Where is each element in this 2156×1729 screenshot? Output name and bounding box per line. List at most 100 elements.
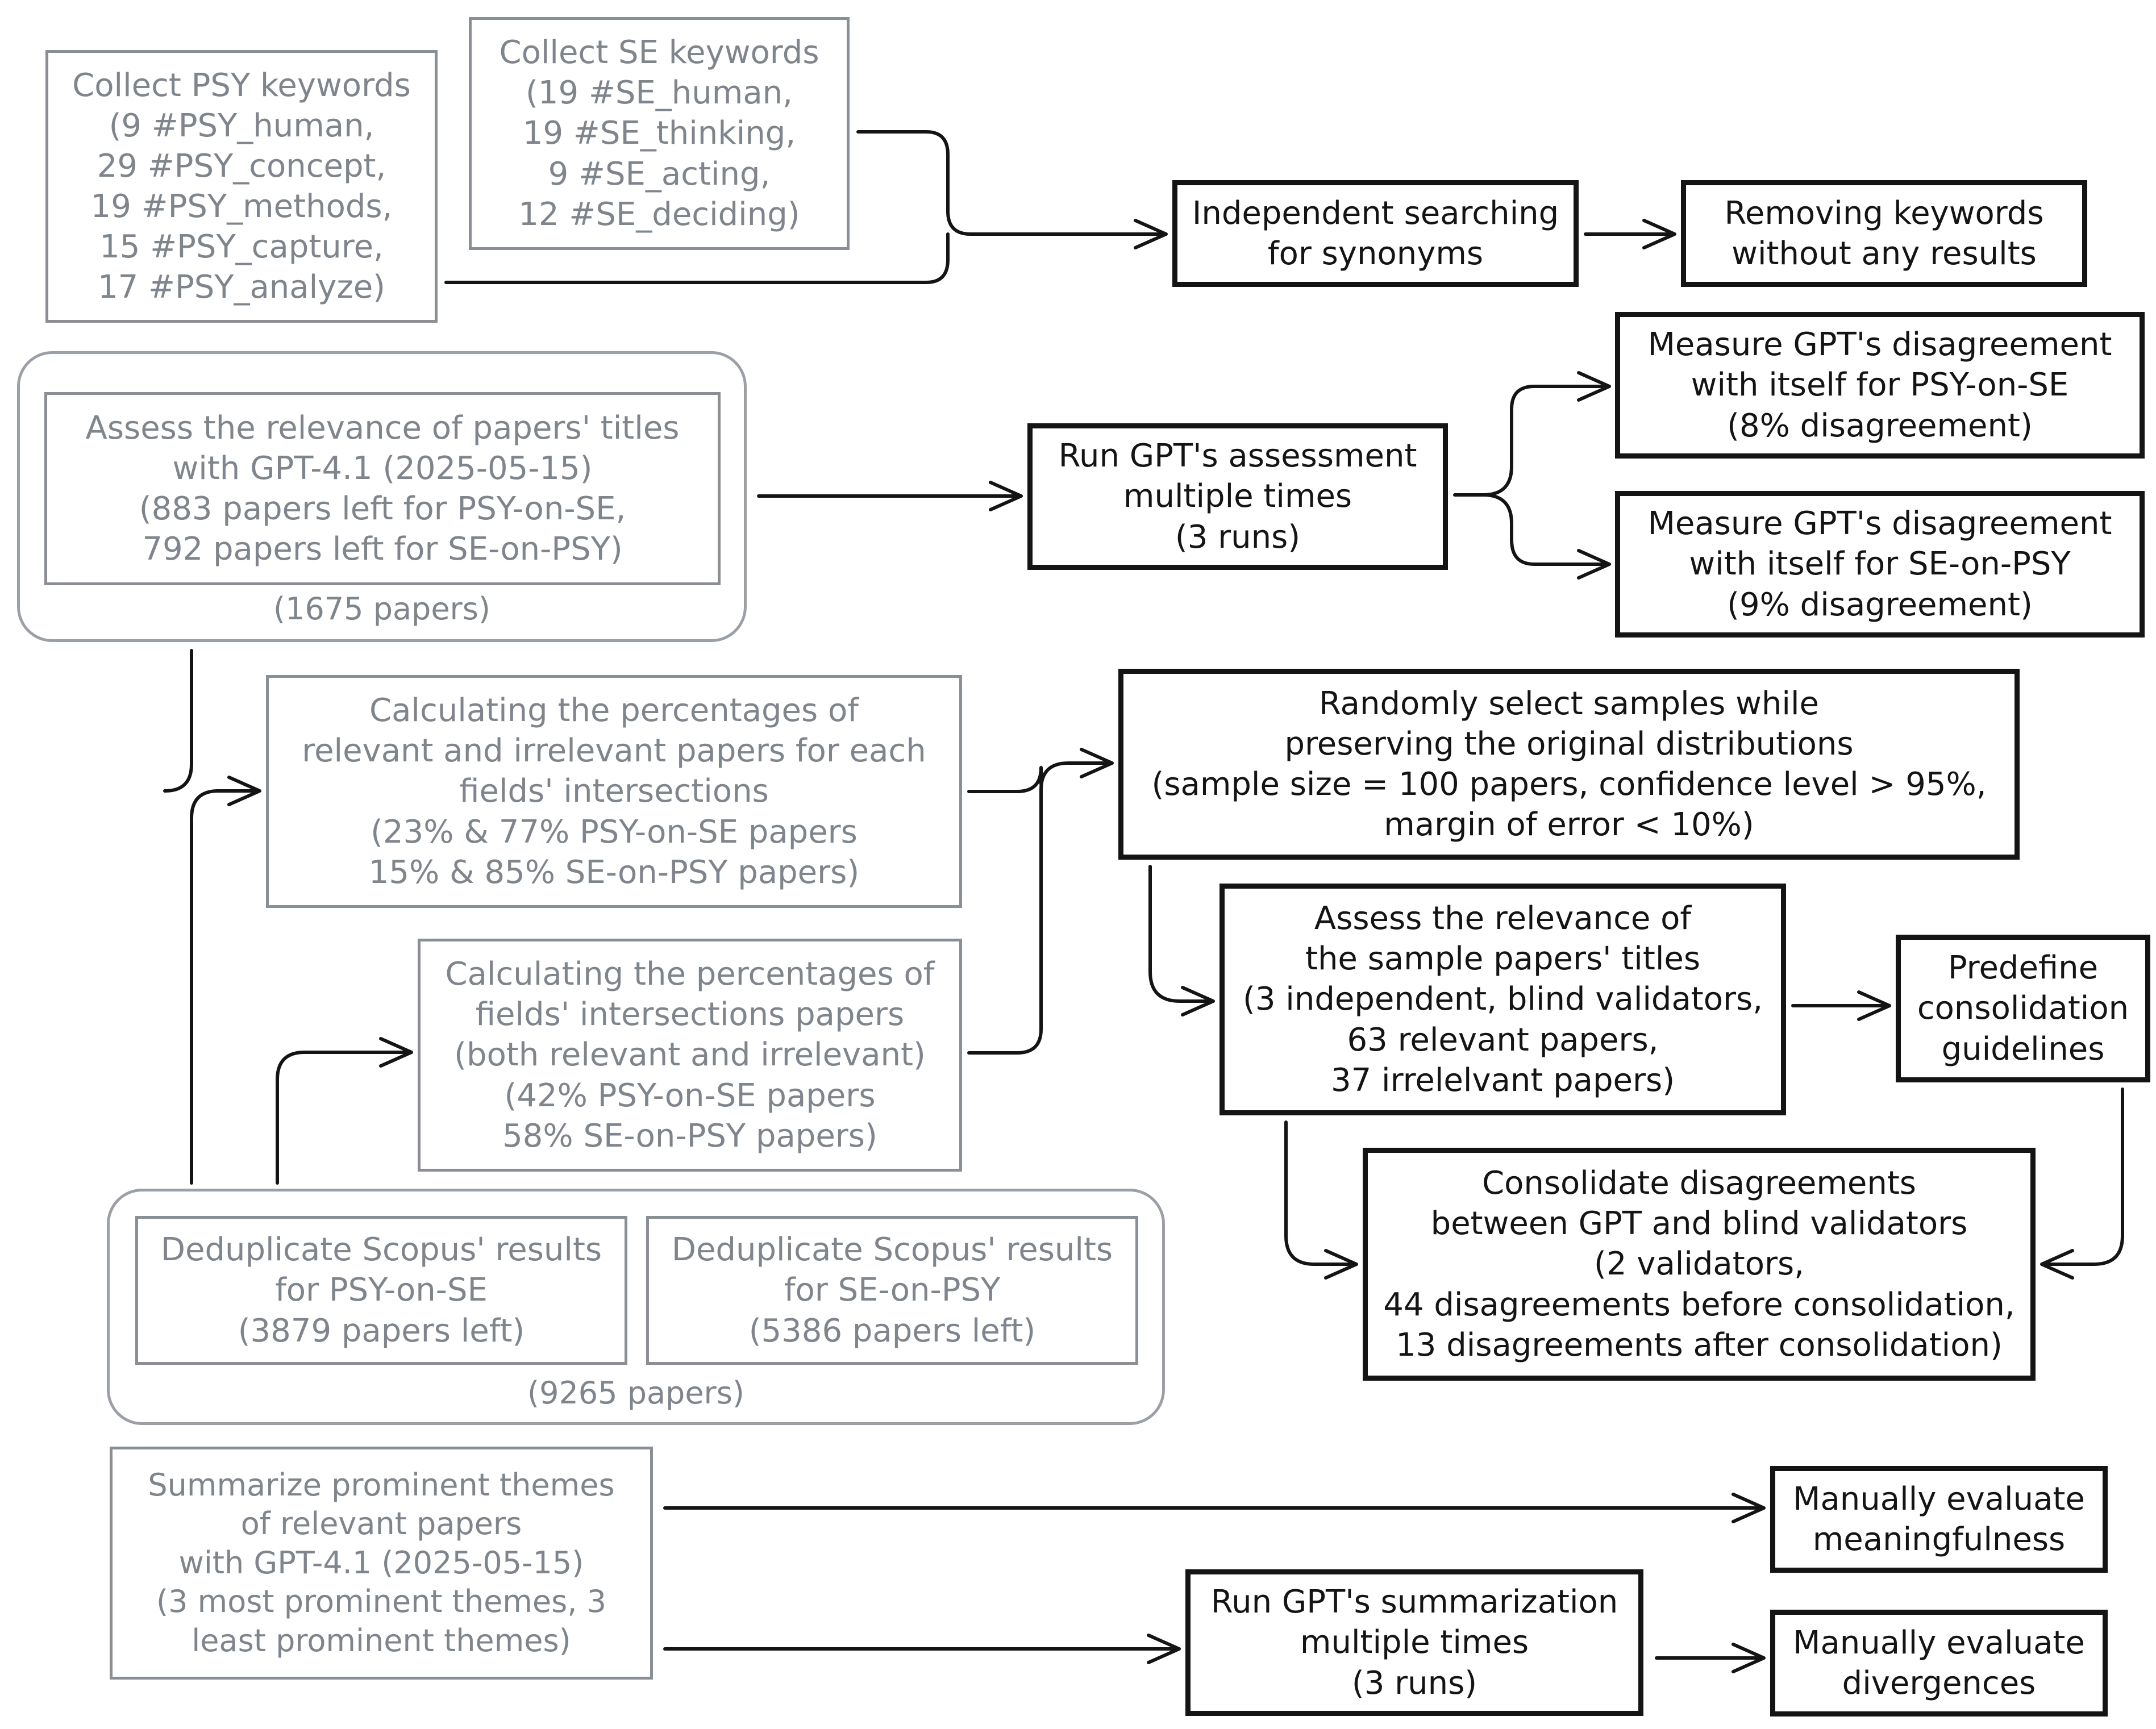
random-select-line-4: margin of error < 10%): [1384, 806, 1754, 844]
calc-intersections-line-4: (42% PSY-on-SE papers: [504, 1077, 876, 1114]
measure-psy-line-1: Measure GPT's disagreement: [1647, 326, 2112, 364]
arrowhead-predefine: [1857, 990, 1891, 1021]
random-select-line-3: (sample size = 100 papers, confidence le…: [1151, 766, 1987, 803]
dedup-psy-line-2: for PSY-on-SE: [275, 1272, 488, 1309]
summarize-line-2: of relevant papers: [240, 1506, 522, 1542]
arrow-predefine-to-consolidate: [2041, 1088, 2124, 1266]
independent-searching-line-2: for synonyms: [1267, 235, 1484, 272]
arrowhead-consolidate-left: [1324, 1249, 1358, 1280]
arrow-calc-intersections-to-random: [967, 761, 1113, 1055]
assess-titles-line-3: (883 papers left for PSY-on-SE,: [139, 490, 626, 527]
eval-meaningfulness-line-2: meaningfulness: [1812, 1521, 2066, 1558]
measure-psy-line-3: (8% disagreement): [1727, 407, 2033, 444]
summarize-line-1: Summarize prominent themes: [148, 1466, 615, 1503]
assess-samples-line-5: 37 irrelelvant papers): [1330, 1061, 1675, 1099]
arrowhead-run-summary: [1147, 1634, 1181, 1664]
arrow-samples-to-consolidate: [1284, 1120, 1357, 1266]
collect-psy-keywords-box: Collect PSY keywords(9 #PSY_human,29 #PS…: [45, 50, 438, 323]
calc-relevant-line-3: fields' intersections: [459, 773, 769, 810]
collect-psy-keywords-line-5: 15 #PSY_capture,: [99, 228, 384, 266]
calc-intersections-line-1: Calculating the percentages of: [445, 956, 935, 993]
assess-samples-line-1: Assess the relevance of: [1314, 900, 1692, 938]
calc-relevant-line-4: (23% & 77% PSY-on-SE papers: [371, 813, 858, 851]
calc-relevant-line-1: Calculating the percentages of: [369, 692, 859, 730]
dedup-psy-line-3: (3879 papers left): [238, 1312, 525, 1349]
collect-se-keywords-box: Collect SE keywords(19 #SE_human,19 #SE_…: [469, 17, 850, 250]
assess-titles-line-1: Assess the relevance of papers' titles: [85, 409, 680, 447]
collect-psy-keywords-line-3: 29 #PSY_concept,: [97, 147, 386, 185]
arrowhead-run: [989, 481, 1023, 511]
arrowhead-synonyms: [1134, 219, 1168, 249]
arrowhead-meaningfulness: [1732, 1493, 1766, 1523]
collect-se-keywords-line-1: Collect SE keywords: [499, 34, 819, 72]
eval-divergences-box: Manually evaluate divergences: [1770, 1610, 2108, 1716]
run-summarization-line-2: multiple times: [1300, 1624, 1529, 1661]
assess-group-container: [17, 351, 747, 642]
arrowhead-removing: [1642, 219, 1676, 249]
predefine-line-1: Predefine: [1947, 949, 2099, 987]
predefine-line-2: consolidation: [1917, 990, 2129, 1027]
random-select-line-1: Randomly select samples while: [1319, 685, 1819, 722]
collect-se-keywords-line-2: (19 #SE_human,: [526, 74, 793, 112]
assess-samples-line-4: 63 relevant papers,: [1347, 1021, 1659, 1059]
consolidate-line-5: 13 disagreements after consolidation): [1396, 1326, 2003, 1364]
arrowhead-calc-intersections: [379, 1037, 413, 1068]
dedup-group-label: (9265 papers): [527, 1375, 744, 1411]
arrow-calc-relevant-to-random: [967, 766, 1043, 793]
arrowhead-divergences: [1732, 1643, 1766, 1673]
eval-meaningfulness-line-1: Manually evaluate: [1793, 1480, 2085, 1518]
arrow-psy-merge: [444, 232, 950, 284]
arrowhead-random: [1080, 748, 1114, 778]
calc-intersections-line-3: (both relevant and irrelevant): [454, 1036, 926, 1074]
collect-psy-keywords-line-4: 19 #PSY_methods,: [90, 188, 393, 225]
assess-titles-line-2: with GPT-4.1 (2025-05-15): [172, 449, 593, 487]
eval-divergences-line-1: Manually evaluate: [1793, 1624, 2085, 1661]
arrow-random-to-assess-samples: [1148, 865, 1214, 1003]
dedup-se-line-3: (5386 papers left): [748, 1312, 1036, 1349]
calc-intersections-line-2: fields' intersections papers: [475, 996, 905, 1034]
arrow-keywords-to-synonyms: [856, 130, 1167, 236]
measure-psy-line-2: with itself for PSY-on-SE: [1691, 366, 2069, 404]
arrow-dedup-to-calc-intersections: [276, 1051, 412, 1185]
assess-samples-line-2: the sample papers' titles: [1305, 940, 1701, 978]
removing-keywords-line-1: Removing keywords: [1724, 194, 2044, 232]
consolidate-line-3: (2 validators,: [1594, 1245, 1804, 1283]
run-assessment-line-2: multiple times: [1123, 478, 1352, 515]
calc-relevant-line-5: 15% & 85% SE-on-PSY papers): [368, 853, 860, 891]
collect-psy-keywords-line-1: Collect PSY keywords: [72, 66, 411, 104]
arrowhead-measure-psy: [1577, 371, 1611, 402]
arrowhead-assess-samples: [1181, 986, 1215, 1016]
run-summarization-line-3: (3 runs): [1351, 1664, 1477, 1702]
measure-se-line-3: (9% disagreement): [1727, 586, 2033, 623]
arrowhead-calc-relevant: [227, 776, 261, 806]
independent-searching-line-1: Independent searching: [1192, 194, 1559, 232]
random-select-line-2: preserving the original distributions: [1284, 725, 1854, 763]
run-summarization-line-1: Run GPT's summarization: [1210, 1584, 1618, 1621]
assess-titles-line-4: 792 papers left for SE-on-PSY): [142, 531, 623, 568]
dedup-se-line-2: for SE-on-PSY: [784, 1272, 1001, 1309]
eval-divergences-line-2: divergences: [1842, 1665, 2036, 1702]
collect-se-keywords-line-3: 19 #SE_thinking,: [522, 115, 796, 152]
collect-psy-keywords-line-6: 17 #PSY_analyze): [97, 269, 386, 306]
calc-intersections-line-5: 58% SE-on-PSY papers): [502, 1117, 877, 1155]
summarize-line-4: (3 most prominent themes, 3: [156, 1584, 606, 1620]
collect-se-keywords-line-5: 12 #SE_deciding): [518, 195, 800, 233]
run-assessment-line-3: (3 runs): [1175, 518, 1301, 556]
consolidate-line-4: 44 disagreements before consolidation,: [1383, 1286, 2015, 1323]
arrow-run-to-measure-se: [1481, 493, 1610, 566]
measure-se-line-2: with itself for SE-on-PSY: [1689, 545, 2071, 583]
